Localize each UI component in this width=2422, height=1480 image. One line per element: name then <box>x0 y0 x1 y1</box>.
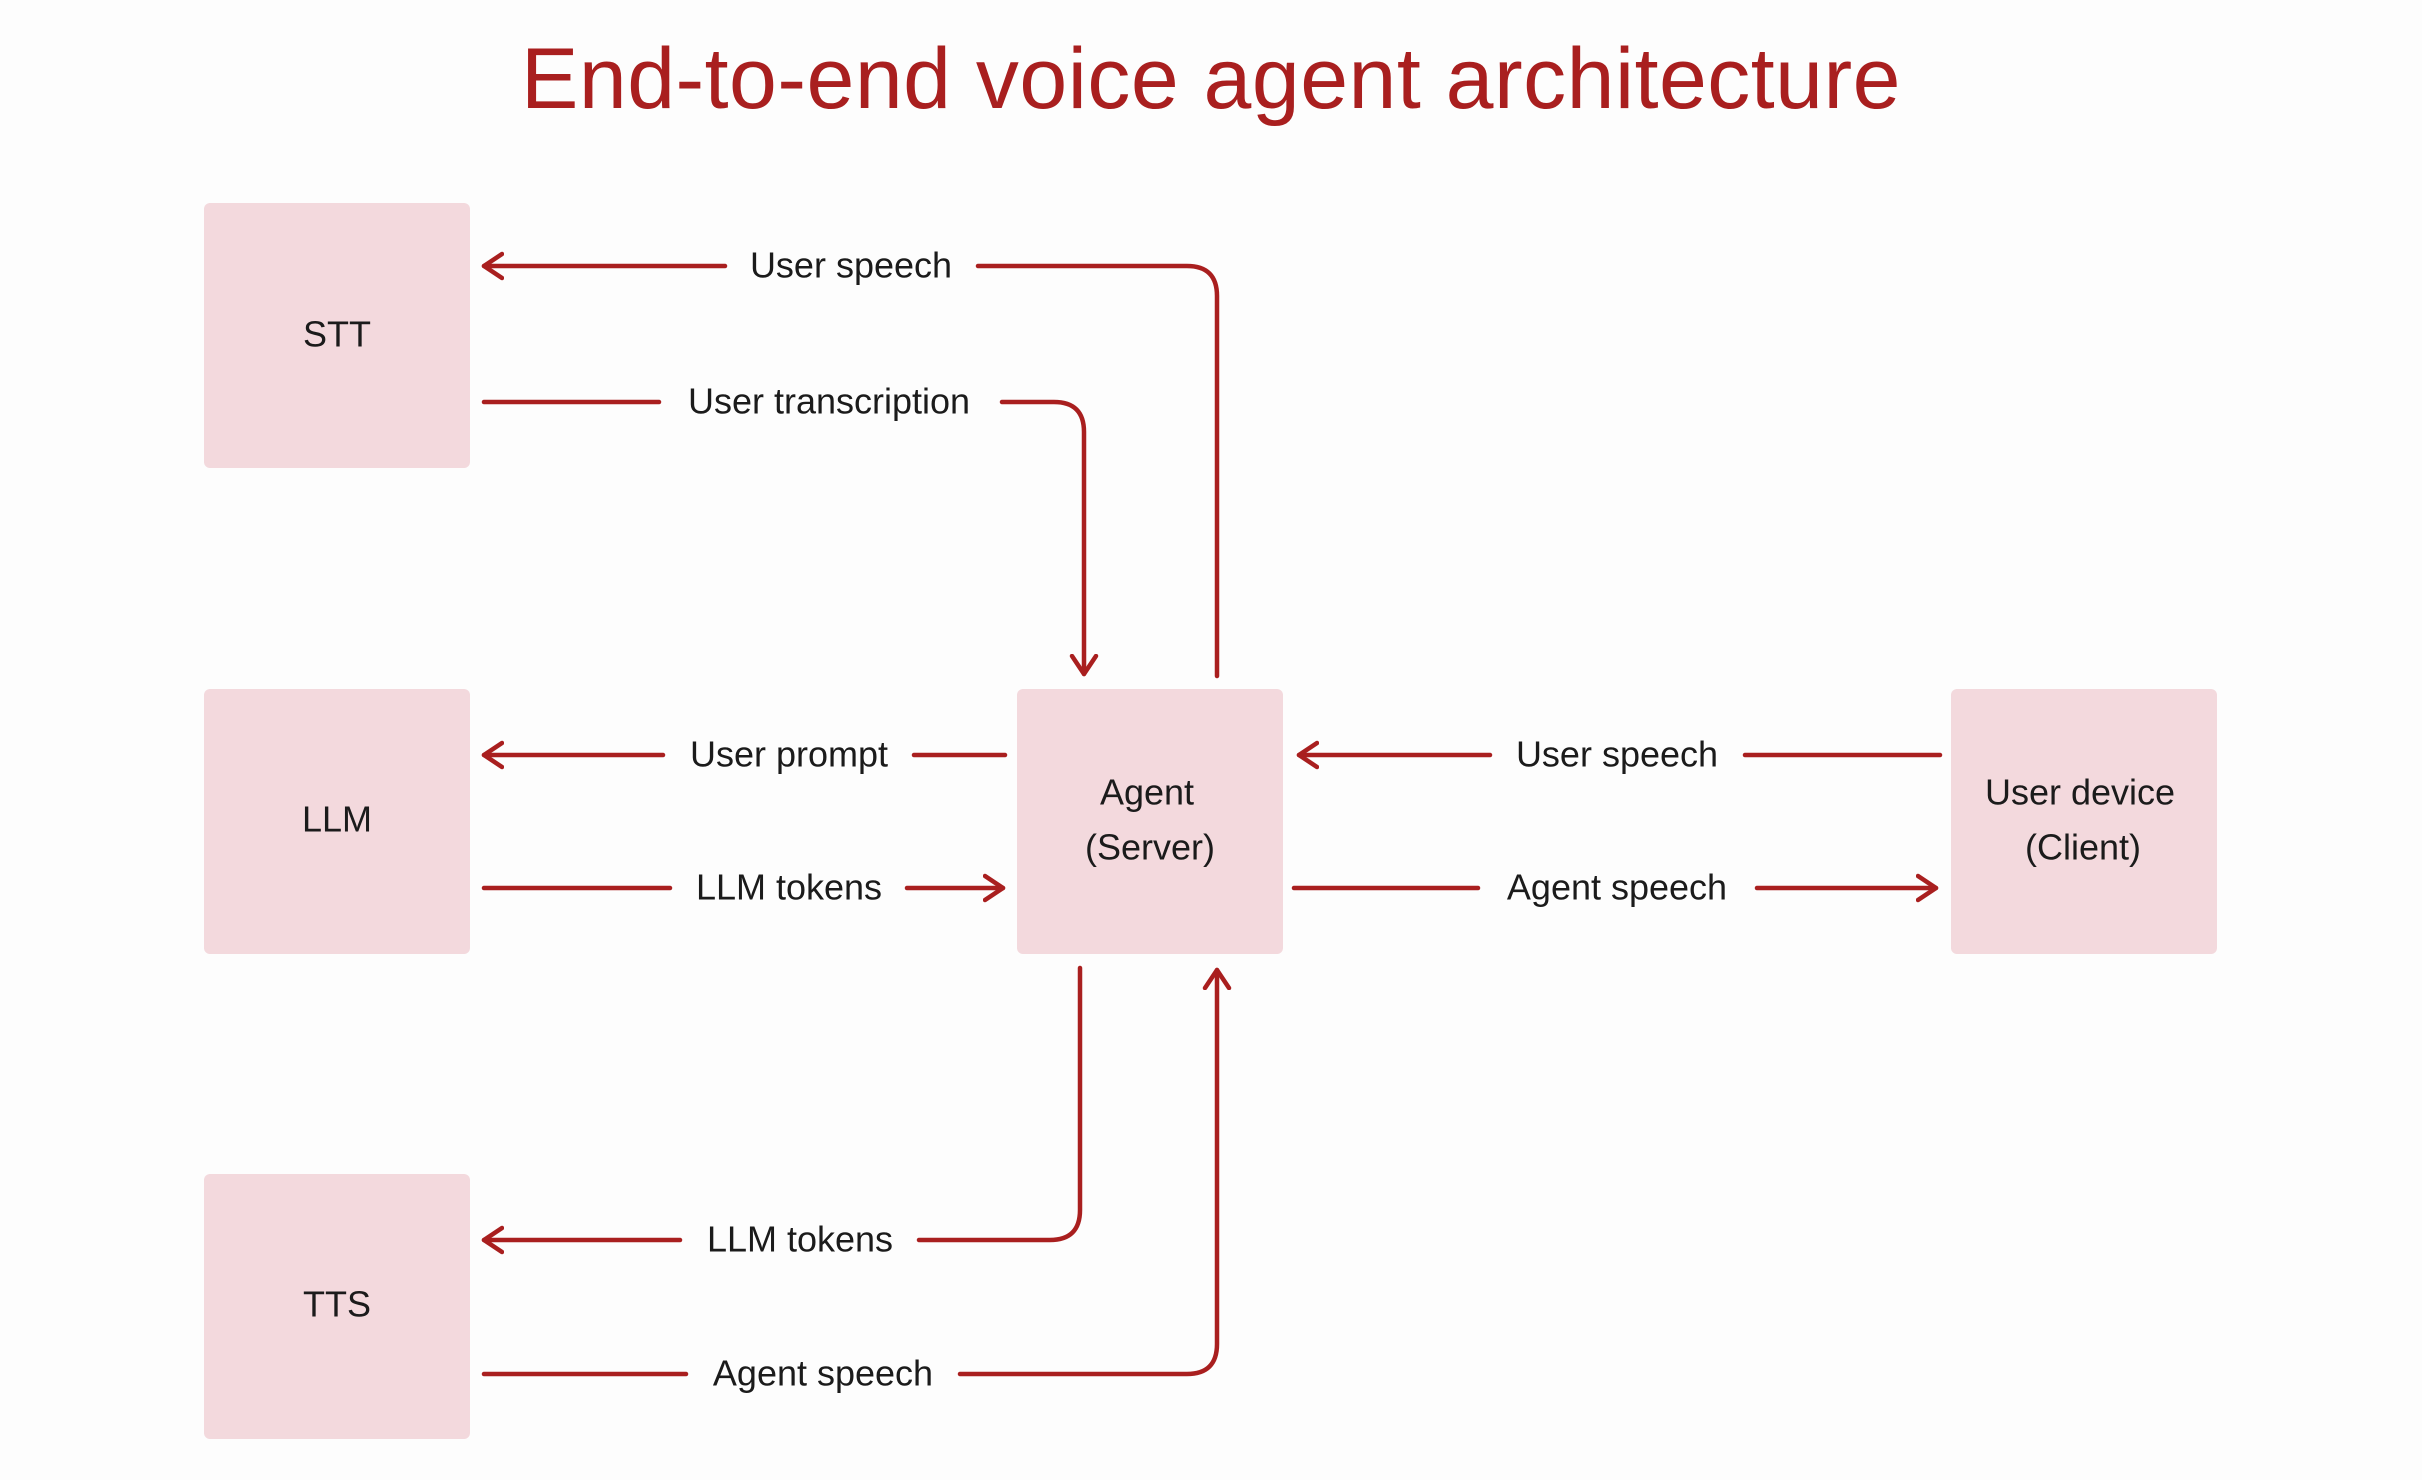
edge-agent-to-llm: User prompt <box>481 734 1008 775</box>
llm-node: LLM <box>204 689 470 954</box>
edge-label-agent-to-client: Agent speech <box>1507 867 1727 908</box>
diagram-title: End-to-end voice agent architecture <box>521 31 1901 127</box>
edge-stt-to-agent: User transcription <box>481 381 1084 677</box>
stt-node: STT <box>204 203 470 468</box>
agent-server-node: Agent (Server) <box>1017 689 1283 954</box>
client-label-line1: User device <box>1985 772 2175 813</box>
edge-label-client-to-agent: User speech <box>1516 734 1718 775</box>
edge-client-to-agent: User speech <box>1296 734 1943 775</box>
tts-node: TTS <box>204 1174 470 1439</box>
edge-label-llm-to-agent: LLM tokens <box>696 867 882 908</box>
edge-tts-to-agent: Agent speech <box>481 967 1217 1394</box>
agent-label-line2: (Server) <box>1085 827 1215 868</box>
edge-label-agent-to-tts: LLM tokens <box>707 1219 893 1260</box>
edge-agent-to-client: Agent speech <box>1291 867 1939 908</box>
edge-label-stt-to-agent: User transcription <box>688 381 970 422</box>
edge-label-agent-to-stt: User speech <box>750 245 952 286</box>
stt-label: STT <box>303 314 371 355</box>
edge-llm-to-agent: LLM tokens <box>481 867 1006 908</box>
edge-agent-to-stt: User speech <box>481 245 1220 679</box>
user-device-client-node: User device (Client) <box>1951 689 2217 954</box>
agent-label-line1: Agent <box>1100 772 1194 813</box>
tts-label: TTS <box>303 1284 371 1325</box>
client-label-line2: (Client) <box>2025 827 2141 868</box>
llm-label: LLM <box>302 799 372 840</box>
edge-agent-to-tts: LLM tokens <box>481 965 1083 1260</box>
edge-label-agent-to-llm: User prompt <box>690 734 888 775</box>
edge-label-tts-to-agent: Agent speech <box>713 1353 933 1394</box>
